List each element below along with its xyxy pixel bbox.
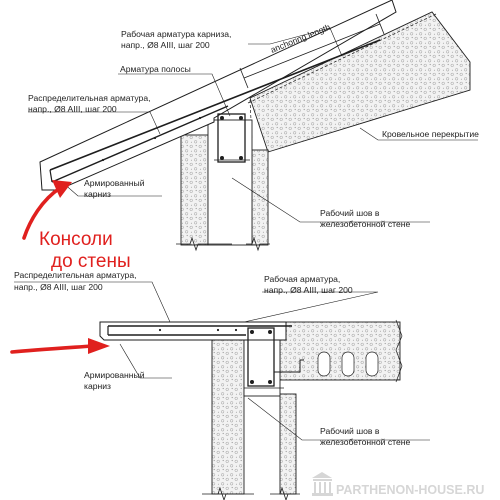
bottom-wall-left	[211, 339, 245, 495]
roof-slab	[249, 11, 471, 153]
temple-icon	[312, 472, 333, 496]
label-strip-rebar: Арматура полосы	[120, 64, 191, 74]
watermark-text: PARTHENON-HOUSE.RU	[336, 483, 484, 497]
label-bottom-working-joint-2: железобетонной стене	[320, 437, 411, 447]
label-distribution-rebar-2: напр., Ø8 AIII, шаг 200	[28, 104, 117, 114]
leader-working-joint	[231, 177, 430, 223]
label-distribution-rebar-1: Распределительная арматура,	[28, 93, 151, 103]
leader-working-rebar-cornice	[248, 27, 343, 57]
top-break-mark-left	[176, 236, 232, 252]
label-working-rebar-cornice-1: Рабочая арматура карниза,	[121, 29, 231, 39]
label-working-joint-1: Рабочий шов в	[320, 208, 380, 218]
label-bottom-working-joint-1: Рабочий шов в	[320, 426, 380, 436]
leader-strip-rebar	[118, 73, 231, 117]
top-distribution-rebar	[51, 105, 229, 183]
label-bottom-distribution-rebar-1: Распределительная арматура,	[14, 270, 137, 280]
label-working-rebar-cornice-2: напр., Ø8 AIII, шаг 200	[121, 40, 210, 50]
watermark: PARTHENON-HOUSE.RU	[312, 472, 484, 497]
top-detail	[28, 0, 478, 252]
label-bottom-working-rebar-2: напр., Ø8 AIII, шаг 200	[264, 285, 353, 295]
label-bottom-distribution-rebar-2: напр., Ø8 AIII, шаг 200	[14, 282, 103, 292]
upper-red-arrow-icon	[22, 186, 62, 240]
top-strip-rebar-cage	[217, 113, 246, 163]
top-working-rebar	[49, 39, 381, 171]
red-arrow-icon	[10, 180, 110, 354]
bottom-wall-right	[279, 393, 297, 495]
label-bottom-reinforced-cornice-2: карниз	[84, 381, 111, 391]
top-wall-right	[251, 149, 269, 246]
label-consoles-2: до стены	[51, 251, 131, 272]
label-roof-slab: Кровельное перекрытие	[382, 129, 479, 139]
bottom-cornice-slab	[99, 321, 287, 341]
top-break-mark-right	[246, 236, 270, 252]
label-bottom-reinforced-cornice-1: Армированный	[84, 370, 145, 380]
top-wall-left	[180, 134, 209, 246]
label-consoles-1: Консоли	[39, 229, 113, 250]
bottom-labels: Распределительная арматура, напр., Ø8 AI…	[14, 270, 411, 447]
label-bottom-working-rebar-1: Рабочая арматура,	[264, 274, 340, 284]
bottom-floor-slab	[279, 321, 401, 381]
bottom-detail	[14, 281, 430, 500]
top-cornice-slab	[39, 0, 397, 191]
leader-roof-slab	[359, 127, 478, 141]
anchoring-dimension-line	[243, 23, 381, 79]
bottom-strip-rebar-cage	[247, 327, 275, 387]
lower-red-arrow-icon	[10, 344, 94, 354]
label-reinforced-cornice-2: карниз	[84, 189, 111, 199]
leader-distribution-rebar	[28, 111, 161, 135]
label-reinforced-cornice-1: Армированный	[84, 178, 145, 188]
label-working-joint-2: железобетонной стене	[320, 219, 411, 229]
